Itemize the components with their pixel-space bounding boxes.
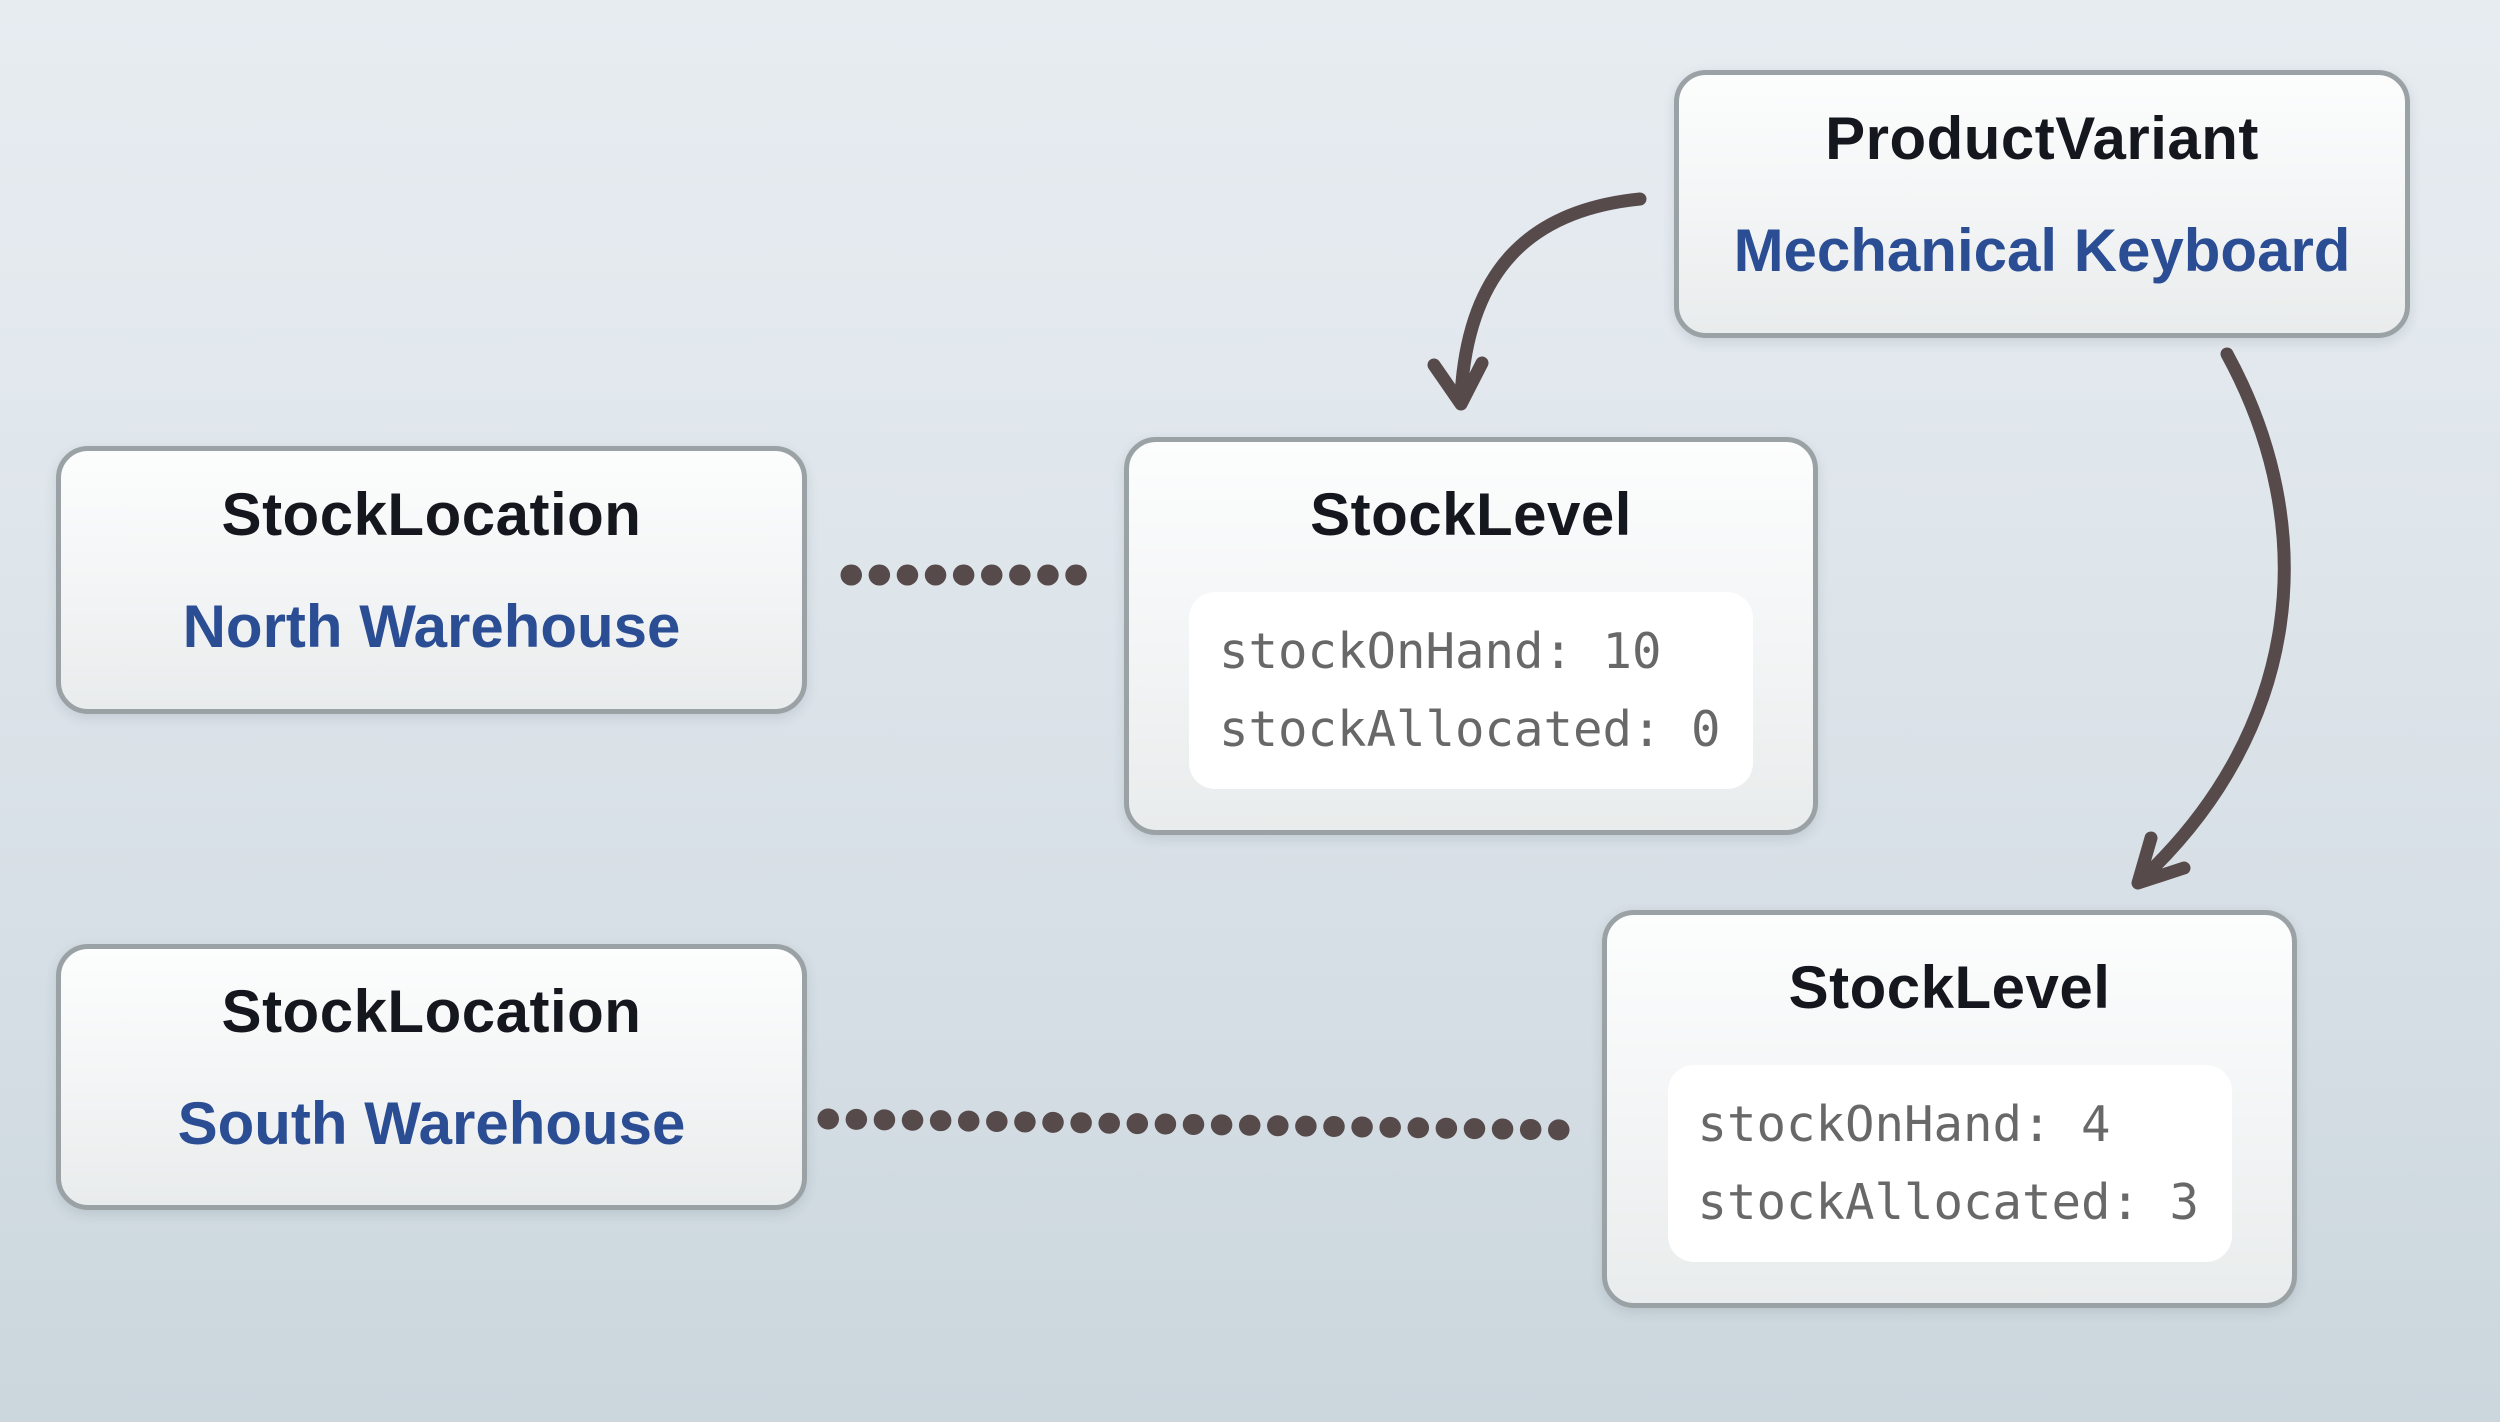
stock-allocated-line: stockAllocated: 3 — [1697, 1173, 2200, 1231]
stock-level-north-entity-label: StockLevel — [1310, 481, 1632, 548]
stock-location-north-entity-label: StockLocation — [221, 481, 642, 548]
stock-location-south-entity-label: StockLocation — [221, 978, 642, 1045]
stock-location-south-box: StockLocation South Warehouse — [56, 944, 807, 1210]
stock-location-south-name: South Warehouse — [177, 1090, 686, 1157]
stock-level-south-box: StockLevel stockOnHand: 4 stockAllocated… — [1602, 910, 2297, 1308]
arrowhead-south-icon — [2131, 831, 2191, 890]
product-variant-entity-label: ProductVariant — [1825, 105, 2259, 172]
dotted-link-south-location-to-stocklevel — [817, 1108, 1577, 1141]
stock-on-hand-line: stockOnHand: 4 — [1697, 1095, 2111, 1153]
stock-level-south-values-panel: stockOnHand: 4 stockAllocated: 3 — [1667, 1065, 2232, 1262]
stock-level-north-box: StockLevel stockOnHand: 10 stockAllocate… — [1124, 437, 1818, 835]
arrow-productvariant-to-south-stocklevel — [2136, 347, 2291, 885]
stock-allocated-line: stockAllocated: 0 — [1219, 700, 1721, 758]
stock-level-south-entity-label: StockLevel — [1788, 954, 2111, 1021]
stock-location-north-box: StockLocation North Warehouse — [56, 446, 807, 714]
product-variant-name: Mechanical Keyboard — [1733, 217, 2351, 284]
stock-on-hand-line: stockOnHand: 10 — [1219, 622, 1662, 680]
stock-level-north-values-panel: stockOnHand: 10 stockAllocated: 0 — [1189, 592, 1753, 789]
product-variant-box: ProductVariant Mechanical Keyboard — [1674, 70, 2410, 338]
arrow-productvariant-to-north-stocklevel — [1454, 192, 1647, 403]
stock-location-north-name: North Warehouse — [182, 593, 681, 660]
arrowhead-north-icon — [1427, 356, 1489, 411]
